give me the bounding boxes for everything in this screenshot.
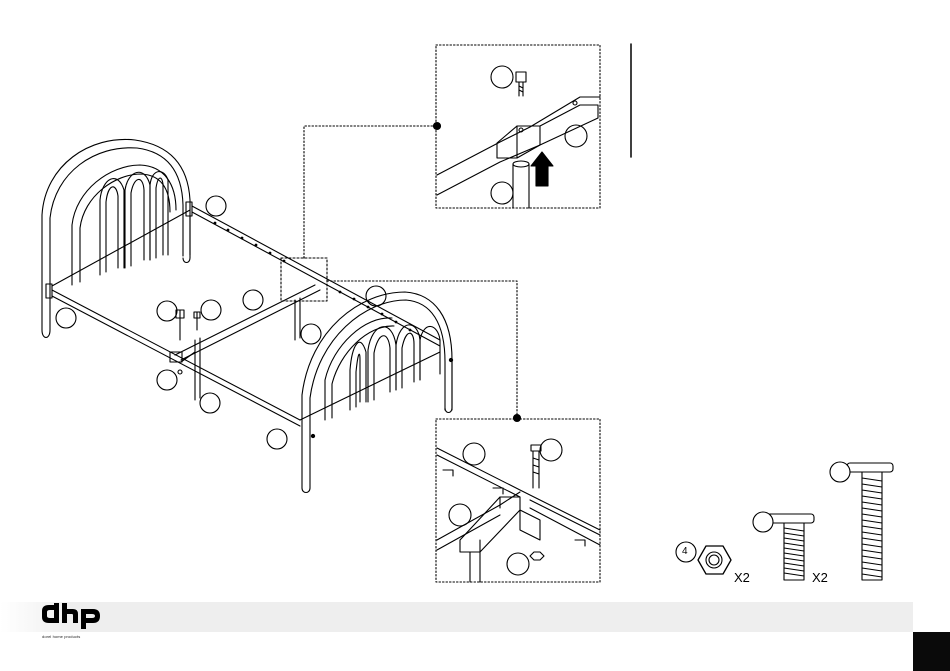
- brand-tagline: dorel home products: [42, 634, 80, 639]
- detail-view-bottom: [436, 419, 600, 582]
- brand-logo: dorel home products: [40, 603, 104, 643]
- hardware-number-nut: 4: [682, 546, 688, 557]
- hardware-parts: [676, 462, 893, 580]
- dhp-logo-icon: [40, 603, 104, 631]
- hardware-quantity-short-bolt: X2: [812, 570, 828, 585]
- detail-view-top: [436, 45, 600, 208]
- footer-band: [0, 602, 913, 632]
- bed-frame-drawing: [42, 139, 453, 492]
- hardware-quantity-nut: X2: [734, 570, 750, 585]
- page-tab: [913, 632, 950, 671]
